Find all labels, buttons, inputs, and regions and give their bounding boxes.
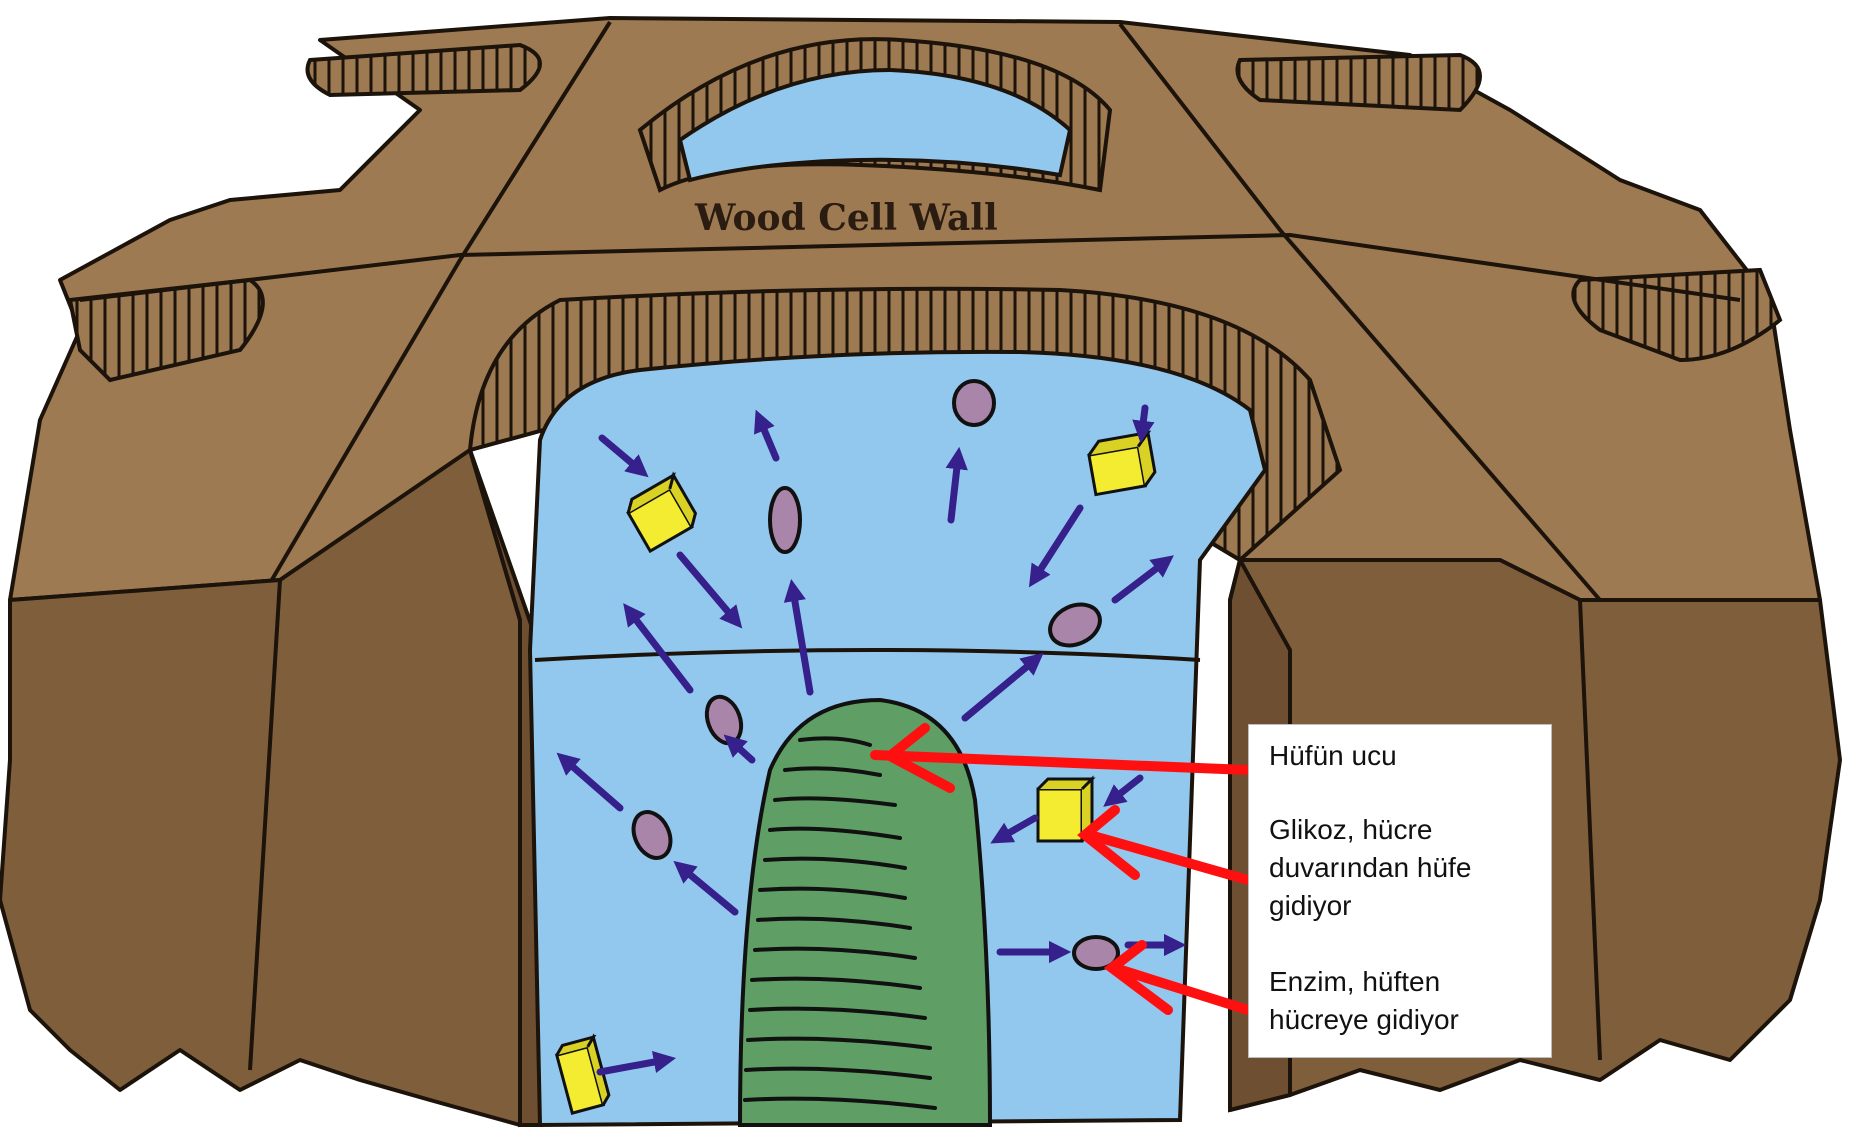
glucose-label-line-3: gidiyor: [1269, 887, 1351, 925]
hypha: [740, 700, 990, 1125]
glucose-label-line-2: duvarından hüfe: [1269, 849, 1471, 887]
annotation-box: Hüfün ucu Glikoz, hücre duvarından hüfe …: [1248, 724, 1552, 1058]
enzyme: [770, 488, 800, 552]
enzyme-label-line-1: Enzim, hüften: [1269, 963, 1440, 1001]
wall-label: Wood Cell Wall: [694, 197, 998, 239]
enzyme: [954, 381, 994, 425]
hyphal-tip-label: Hüfün ucu: [1269, 737, 1397, 775]
glucose: [1087, 433, 1157, 495]
glucose-label-line-1: Glikoz, hücre: [1269, 811, 1432, 849]
flow-arrow: [1142, 408, 1145, 432]
enzyme-label-line-2: hücreye gidiyor: [1269, 1001, 1459, 1039]
